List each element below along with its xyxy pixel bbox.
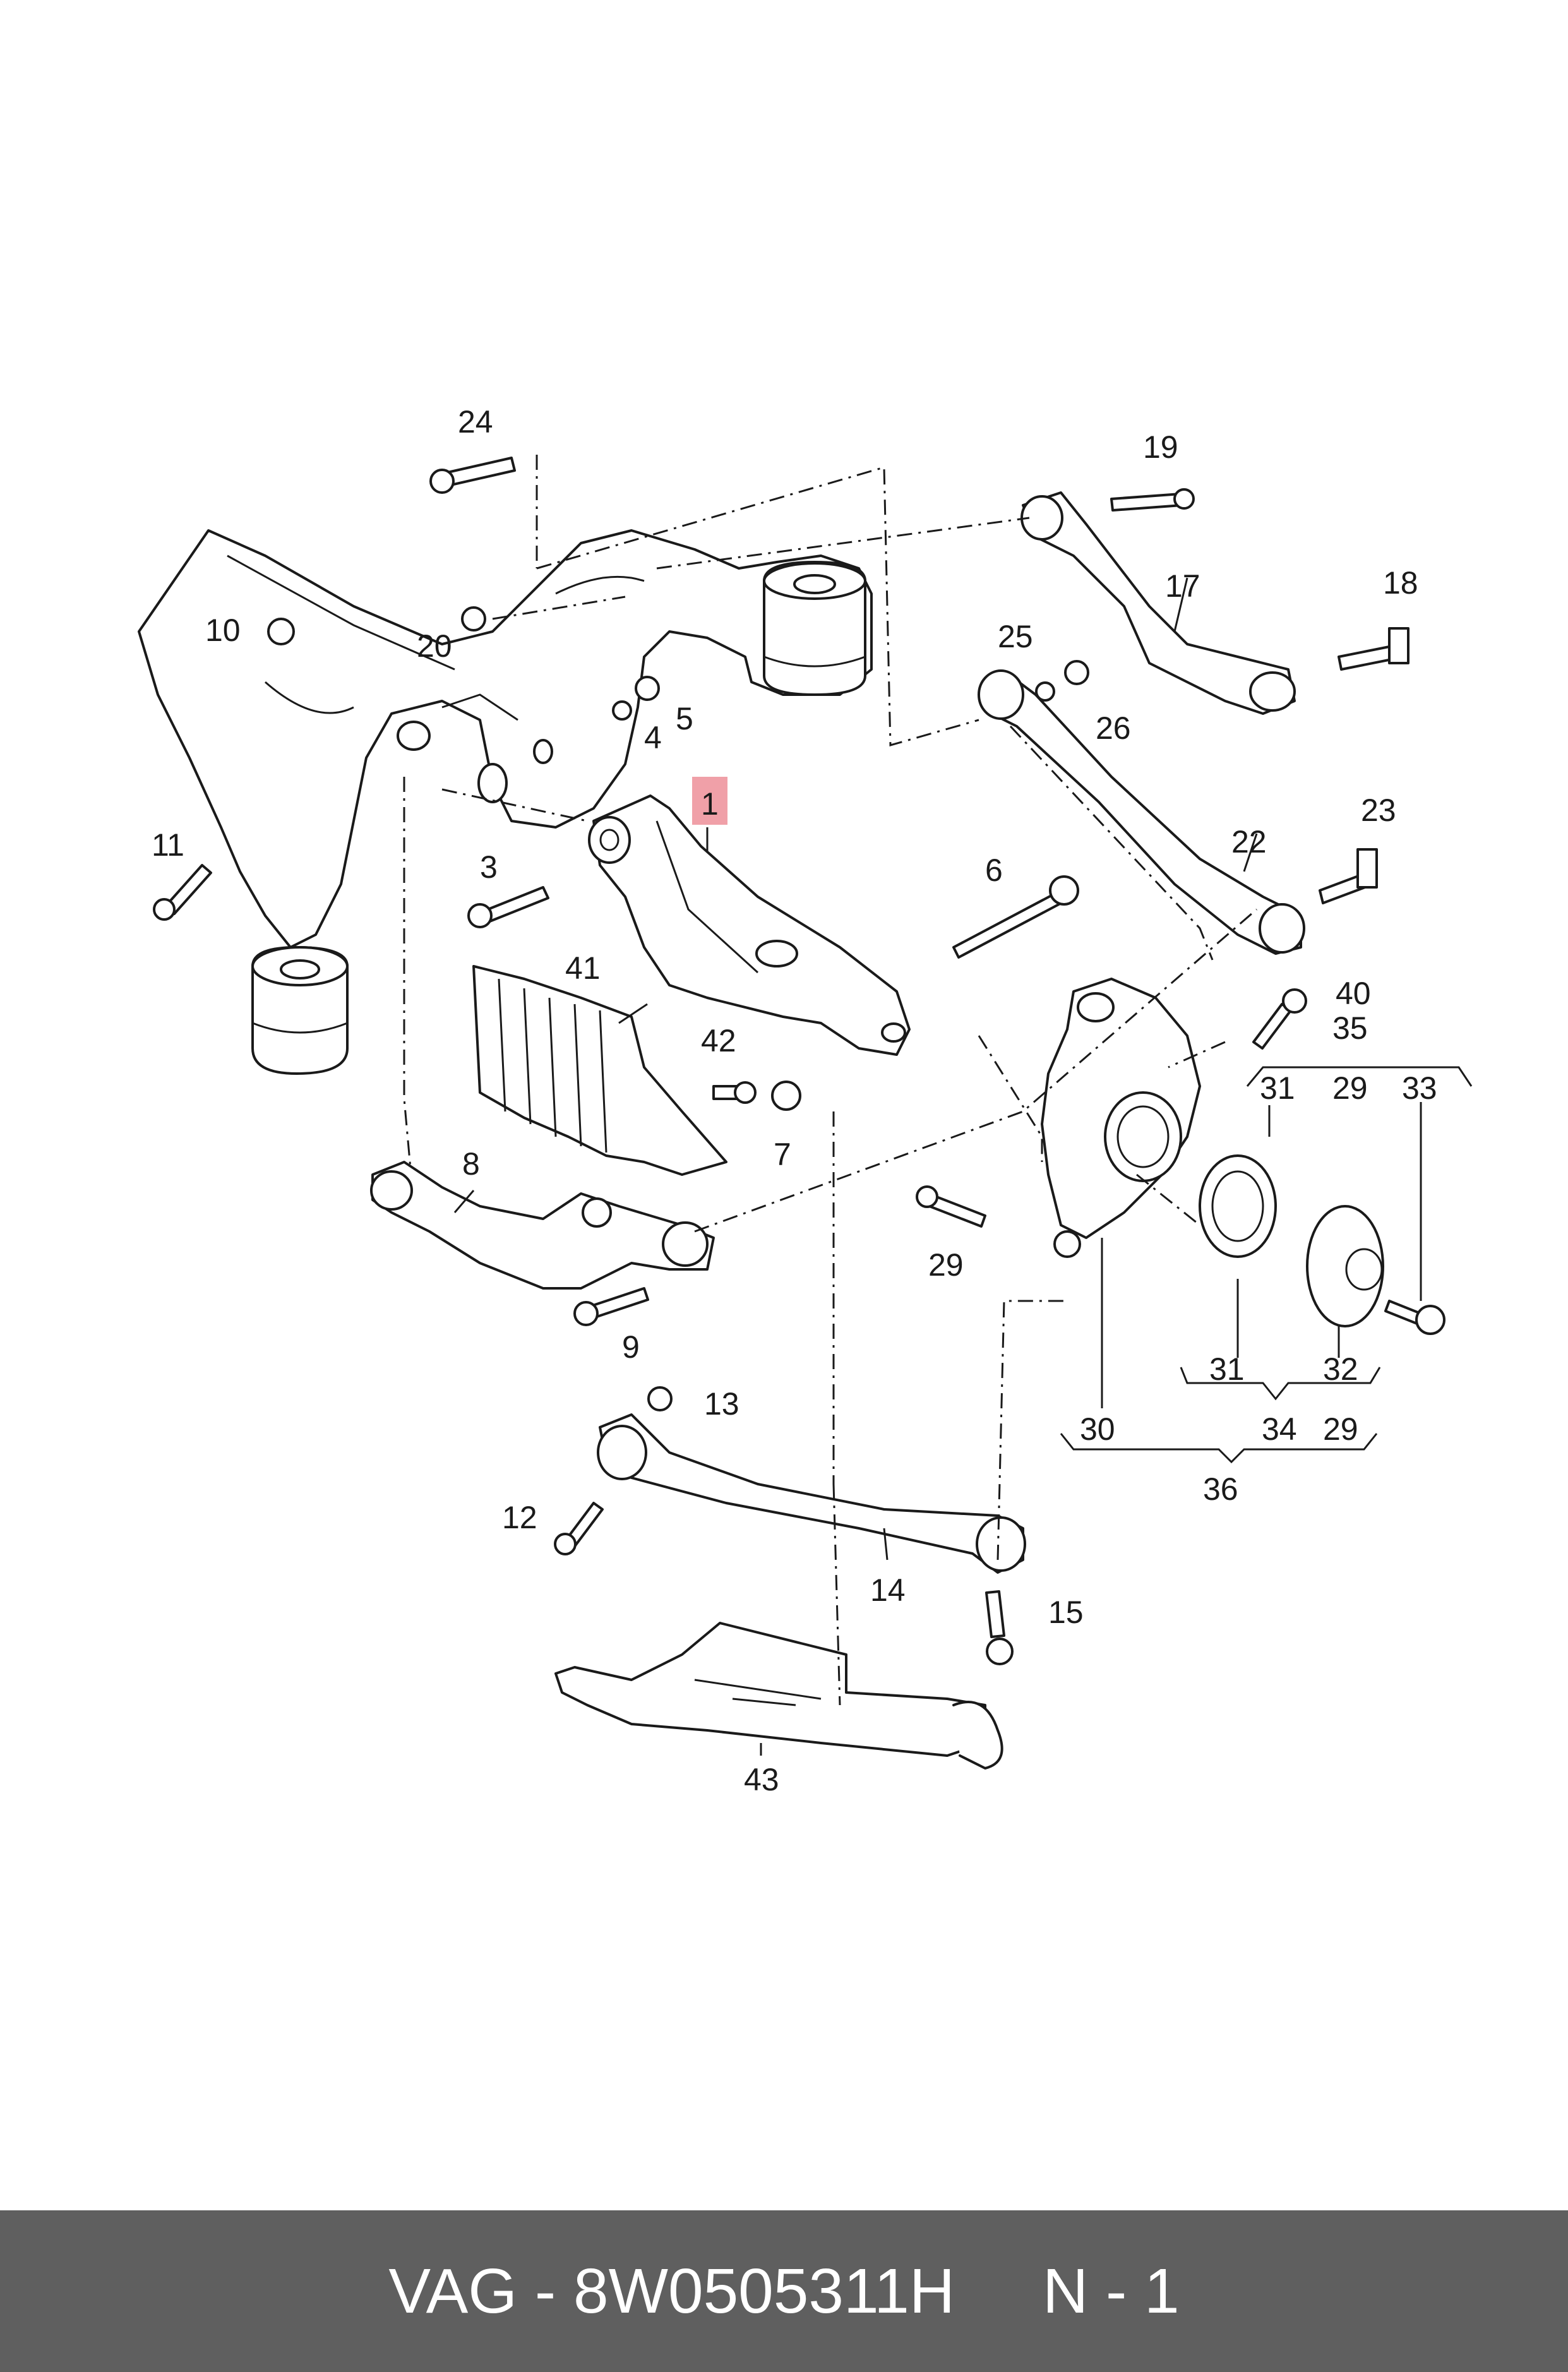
callout-10: 10 xyxy=(205,613,241,648)
suspension-exploded-diagram: 1 3 4 5 6 7 8 9 10 11 12 13 14 15 17 18 … xyxy=(138,404,1473,1797)
callout-4: 4 xyxy=(644,720,662,755)
callout-8: 8 xyxy=(462,1146,480,1182)
callout-14: 14 xyxy=(870,1572,906,1608)
link-cover-bracket xyxy=(554,1622,1003,1770)
callout-23: 23 xyxy=(1361,793,1396,828)
callout-20: 20 xyxy=(417,628,452,664)
callout-26: 26 xyxy=(1096,710,1131,746)
callout-36: 36 xyxy=(1203,1471,1238,1507)
callout-29-c: 29 xyxy=(1323,1411,1358,1447)
part-number-banner: VAG - 8W0505311H N - 1 xyxy=(0,2210,1568,2372)
callout-19: 19 xyxy=(1143,429,1178,465)
assembly-lines xyxy=(403,455,1257,1706)
callout-12: 12 xyxy=(502,1500,537,1535)
callout-31-b: 31 xyxy=(1209,1351,1245,1387)
highlight-box xyxy=(692,777,727,825)
wheel-bearing-housing xyxy=(1041,978,1384,1327)
track-link xyxy=(978,669,1305,955)
callout-17: 17 xyxy=(1165,568,1200,604)
callout-15: 15 xyxy=(1048,1595,1084,1630)
callout-32: 32 xyxy=(1323,1351,1358,1387)
lower-control-arm xyxy=(588,794,911,1056)
callout-31-a: 31 xyxy=(1260,1070,1295,1106)
part-number-text: VAG - 8W0505311H N - 1 xyxy=(388,2255,1180,2327)
callout-labels: 1 3 4 5 6 7 8 9 10 11 12 13 14 15 17 18 … xyxy=(152,404,1437,1797)
callout-13: 13 xyxy=(704,1386,739,1422)
callout-9: 9 xyxy=(622,1329,640,1365)
callout-41: 41 xyxy=(565,950,601,986)
tie-rod xyxy=(597,1413,1026,1574)
callout-1: 1 xyxy=(701,786,719,822)
callout-35: 35 xyxy=(1332,1010,1368,1046)
callout-25: 25 xyxy=(998,619,1033,654)
callout-6: 6 xyxy=(985,853,1003,888)
rear-subframe xyxy=(138,529,873,1075)
callout-11: 11 xyxy=(152,827,184,863)
upper-control-arm xyxy=(1020,491,1296,715)
callout-29-a: 29 xyxy=(928,1247,964,1283)
callout-22: 22 xyxy=(1231,824,1267,860)
callout-30: 30 xyxy=(1080,1411,1115,1447)
callout-29-b: 29 xyxy=(1332,1070,1368,1106)
callout-24: 24 xyxy=(458,404,493,440)
callout-34: 34 xyxy=(1262,1411,1297,1447)
callout-33: 33 xyxy=(1402,1070,1437,1106)
callout-40: 40 xyxy=(1336,976,1371,1011)
fasteners xyxy=(153,457,1445,1665)
lower-link xyxy=(370,1161,715,1290)
callout-43: 43 xyxy=(744,1762,779,1797)
shield-plate xyxy=(472,965,727,1176)
callout-3: 3 xyxy=(480,849,498,885)
callout-7: 7 xyxy=(774,1137,791,1172)
callout-42: 42 xyxy=(701,1023,736,1058)
leader-lines xyxy=(453,577,1473,1756)
callout-5: 5 xyxy=(676,701,693,736)
callout-18: 18 xyxy=(1383,565,1418,601)
